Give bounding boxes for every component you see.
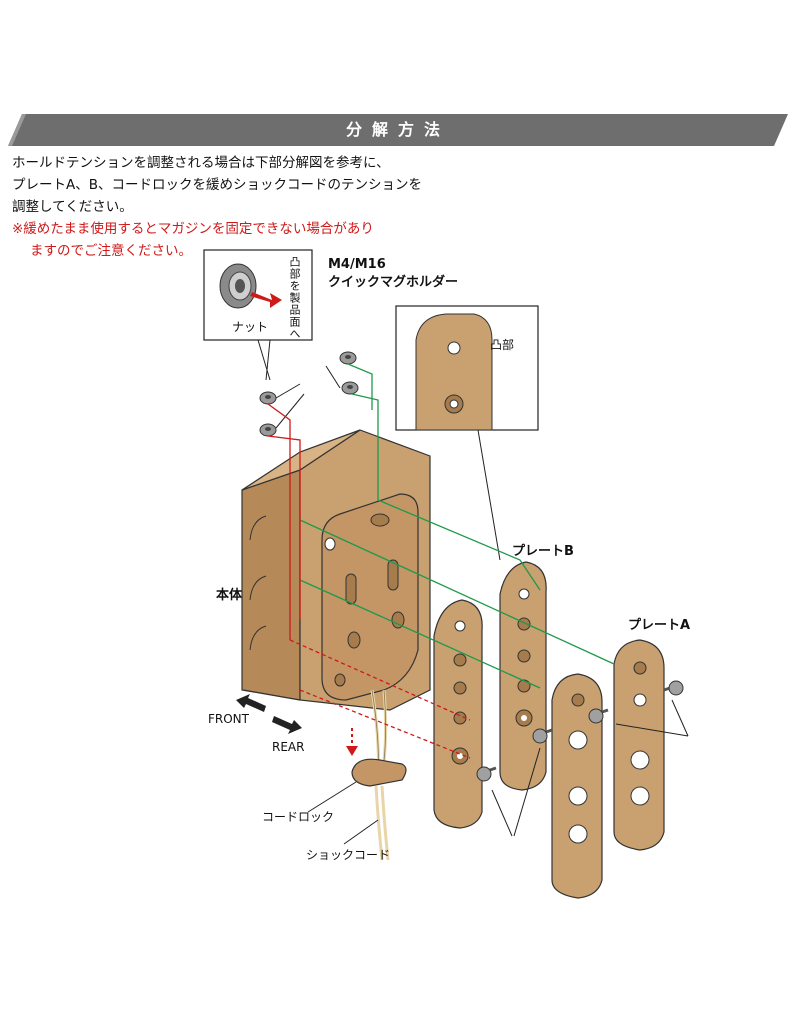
protrusion-label: 凸部 xyxy=(490,338,515,352)
front-label: FRONT xyxy=(208,712,249,726)
nuts xyxy=(259,351,359,437)
product-name: M4/M16 クイックマグホルダー xyxy=(328,256,458,292)
nut-label: ナット xyxy=(232,320,269,334)
plate-a xyxy=(613,639,665,851)
intro-text: ホールドテンションを調整される場合は下部分解図を参考に、 プレートA、B、コード… xyxy=(12,152,452,262)
body-label: 本体 xyxy=(216,588,243,603)
intro-line: ホールドテンションを調整される場合は下部分解図を参考に、 xyxy=(12,155,390,171)
direction-arrows xyxy=(236,694,302,734)
screws xyxy=(476,680,689,837)
product-title: クイックマグホルダー xyxy=(328,275,459,290)
guide-lines xyxy=(267,363,615,759)
protrusion-detail xyxy=(395,305,539,561)
intro-line: 調整してください。 xyxy=(12,199,133,215)
intro-line: プレートA、B、コードロックを緩めショックコードのテンションを xyxy=(12,177,422,193)
section-title: 分解方法 xyxy=(345,120,450,139)
plate-inner xyxy=(551,673,603,899)
warning-line: ますのでご注意ください。 xyxy=(30,243,192,259)
section-banner: 分解方法 xyxy=(8,114,788,146)
cord-lock-label: コードロック xyxy=(262,810,335,824)
holster-body xyxy=(241,429,431,711)
nut-note-label: 凸部を製品面へ xyxy=(288,256,301,340)
product-model: M4/M16 xyxy=(328,257,386,272)
warning-line: ※緩めたまま使用するとマガジンを固定できない場合があり xyxy=(12,221,374,237)
shock-cord-label: ショックコード xyxy=(306,848,391,862)
plate-b-label: プレートB xyxy=(512,544,574,559)
plate-b xyxy=(499,561,547,791)
cord-and-lock xyxy=(307,689,407,861)
nut-callout xyxy=(203,249,313,381)
plate-a-label: プレートA xyxy=(628,618,691,633)
rear-label: REAR xyxy=(272,740,305,754)
